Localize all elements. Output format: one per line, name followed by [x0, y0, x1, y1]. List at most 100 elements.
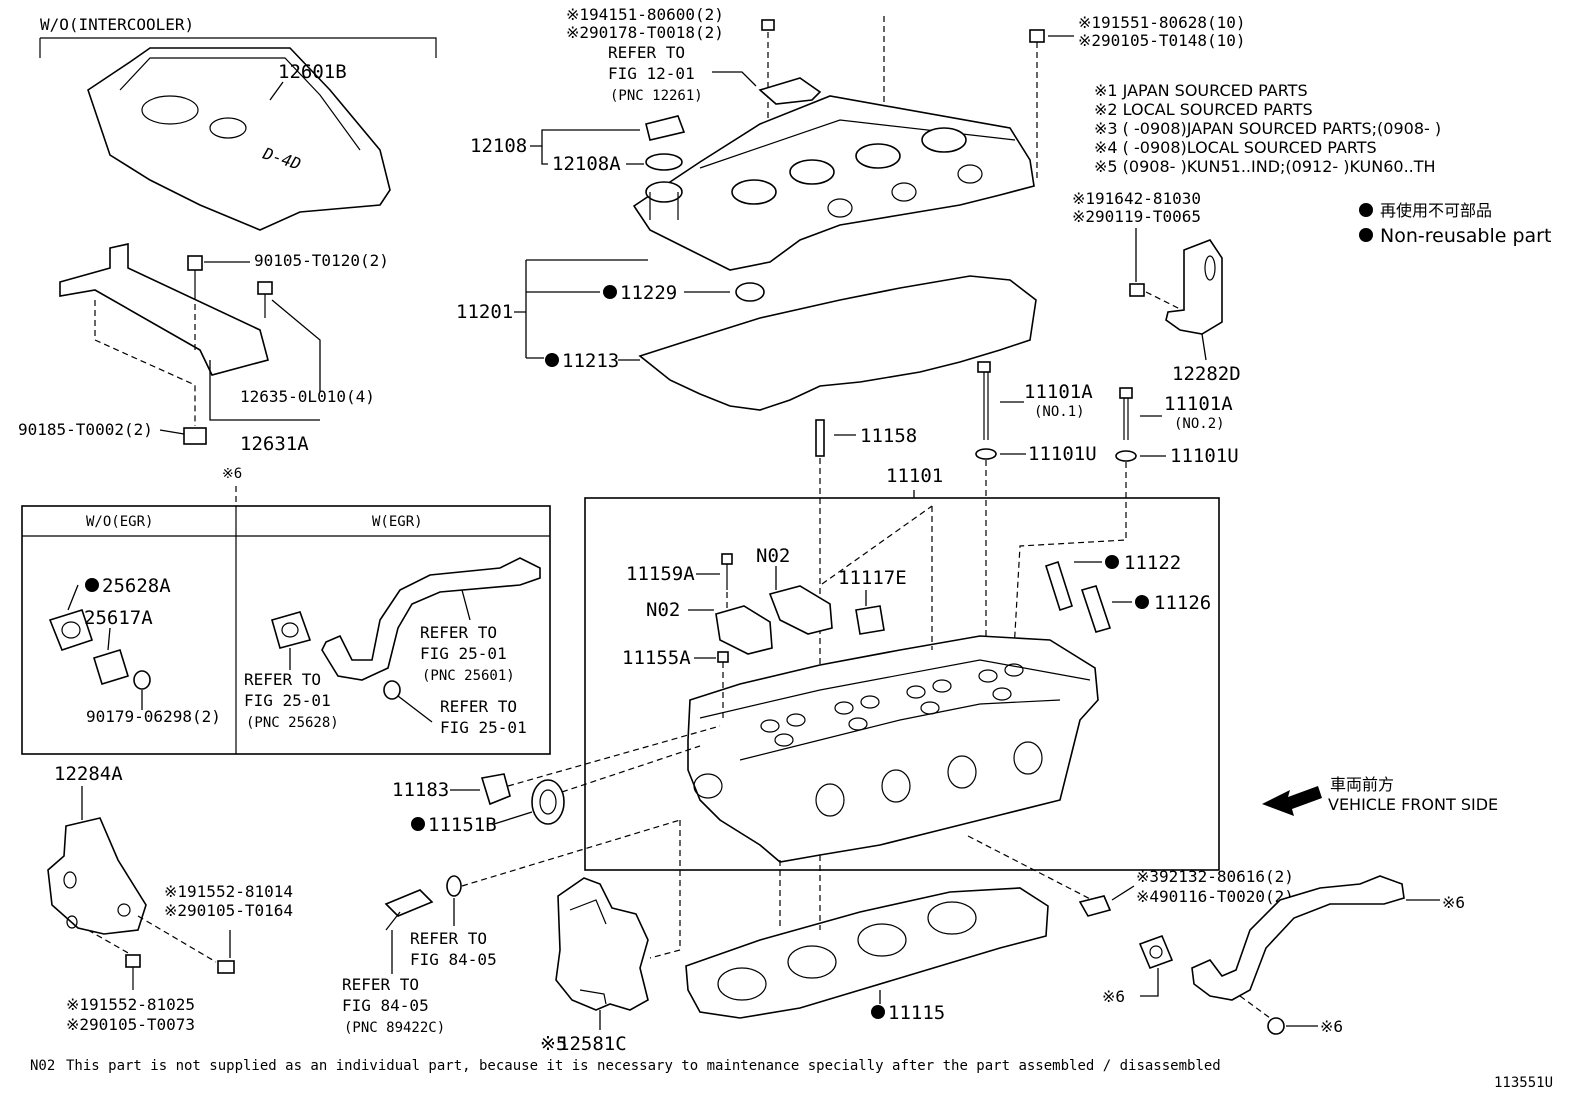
valve-guide-11122 [1044, 560, 1074, 612]
seal-group: 11183 11151B [392, 725, 721, 836]
label-191552-81025: ※191552-81025 [66, 995, 195, 1014]
label-N02-b: N02 [646, 599, 680, 621]
vehicle-front-arrow: 車両前方 VEHICLE FRONT SIDE [1262, 775, 1498, 816]
bolt-191552-81014 [217, 960, 235, 974]
washer-11101U-2 [1115, 450, 1137, 462]
valve-ports [693, 663, 1043, 817]
timing-cover-12581C [555, 877, 649, 1011]
label-11155A: 11155A [622, 647, 691, 669]
label-no2: (NO.2) [1174, 416, 1225, 432]
oil-filler-cap [645, 115, 686, 141]
notes-group: ※1 JAPAN SOURCED PARTS ※2 LOCAL SOURCED … [1094, 81, 1551, 247]
label-N02-a: N02 [756, 545, 790, 567]
direction-en: VEHICLE FRONT SIDE [1328, 795, 1498, 814]
bottom-center-group: REFER TO FIG 84-05 REFER TO FIG 84-05 (P… [342, 819, 1294, 1055]
label-12284A: 12284A [54, 763, 123, 785]
stud-12635 [257, 281, 273, 295]
section-wo-egr: W/O(EGR) [86, 514, 153, 530]
cylinder-head-group: 11101 11159A N0 [584, 465, 1220, 871]
direction-jp: 車両前方 [1330, 775, 1394, 794]
label-11183: 11183 [392, 779, 449, 801]
label-11101A-2: 11101A [1164, 393, 1233, 415]
note-2: ※2 LOCAL SOURCED PARTS [1094, 100, 1313, 119]
plug-seal-11229 [735, 282, 765, 302]
valve-guide-11126 [1080, 585, 1112, 633]
label-no1: (NO.1) [1034, 404, 1085, 420]
ref-84b-l3: (PNC 89422C) [344, 1020, 445, 1036]
oil-seal-11151B [531, 779, 565, 825]
cam-cap-N02-b [715, 605, 773, 655]
footer-n02-code: N02 [30, 1058, 55, 1074]
ref-25b-l3: (PNC 25601) [422, 668, 515, 684]
bracket-12284A-group: 12284A ※191552-81014 ※290105-T0164 ※1915… [47, 763, 293, 1034]
bolt-191642 [1129, 283, 1145, 297]
egr-pipe [321, 557, 541, 681]
ref-25b-l2: FIG 25-01 [420, 644, 507, 663]
left-arrow-icon [1262, 786, 1322, 816]
bolt-191552-81025 [125, 954, 141, 968]
label-11151B: 11151B [428, 814, 497, 836]
label-290105-T0164: ※290105-T0164 [164, 901, 293, 920]
cover-plate-25617A [93, 649, 129, 685]
sensor-washer [446, 875, 462, 897]
label-12631A: 12631A [240, 433, 309, 455]
label-12108A: 12108A [552, 153, 621, 175]
label-290105-T0073: ※290105-T0073 [66, 1015, 195, 1034]
label-194151-80600: ※194151-80600(2) [566, 5, 724, 24]
note-1: ※1 JAPAN SOURCED PARTS [1094, 81, 1308, 100]
bracket-12282D [1165, 239, 1223, 335]
nut-194151 [761, 19, 775, 31]
label-290178-T0018: ※290178-T0018(2) [566, 23, 724, 42]
footer-n02-text: This part is not supplied as an individu… [66, 1058, 1221, 1074]
pcv-hose [758, 77, 822, 105]
bolt-90105 [187, 255, 203, 271]
figure-id: 113551U [1494, 1075, 1553, 1091]
label-11159A: 11159A [626, 563, 695, 585]
gasket-25628A [48, 609, 94, 651]
bolt-11159A [721, 553, 733, 565]
ref-25a-l3: (PNC 25628) [246, 715, 339, 731]
label-11101U-2: 11101U [1170, 445, 1239, 467]
label-392132-80616: ※392132-80616(2) [1136, 867, 1294, 886]
ref6-a: ※6 [1102, 987, 1125, 1006]
footer: N02 This part is not supplied as an indi… [30, 1058, 1553, 1091]
label-90105-T0120: 90105-T0120(2) [254, 251, 389, 270]
bolt-11101A-no2 [1119, 387, 1133, 399]
label-12635-0L010: 12635-0L010(4) [240, 387, 375, 406]
cover-stay [59, 243, 269, 376]
ref-12-l3: (PNC 12261) [610, 88, 703, 104]
label-11158: 11158 [860, 425, 917, 447]
ref6-egr-pipe [1191, 875, 1405, 1001]
head-cover-group: ※194151-80600(2) ※290178-T0018(2) REFER … [456, 5, 1246, 411]
label-191551-80628: ※191551-80628(10) [1078, 13, 1246, 32]
label-12601B: 12601B [278, 61, 347, 83]
label-290105-T0148: ※290105-T0148(10) [1078, 31, 1246, 50]
label-12108: 12108 [470, 135, 527, 157]
label-490116-T0020: ※490116-T0020(2) [1136, 887, 1294, 906]
bracket-12282D-group: ※191642-81030 ※290119-T0065 12282D [1072, 189, 1241, 385]
ref-25b-l1: REFER TO [420, 623, 497, 642]
head-cover-gasket-11213 [638, 275, 1037, 411]
label-11101: 11101 [886, 465, 943, 487]
egr-box: W/O(EGR) W(EGR) 25628A 25617A 90179-0629… [21, 486, 551, 755]
legend-nonreuse-jp: 再使用不可部品 [1380, 201, 1492, 220]
ref-25c-l1: REFER TO [440, 697, 517, 716]
section-w-egr: W(EGR) [372, 514, 423, 530]
ref-25a-l1: REFER TO [244, 670, 321, 689]
ref-84b-l1: REFER TO [342, 975, 419, 994]
plug-11117E [855, 605, 885, 635]
stud-11158 [815, 419, 825, 457]
label-191552-81014: ※191552-81014 [164, 882, 293, 901]
nut-90185 [183, 427, 207, 445]
ref-25a-l2: FIG 25-01 [244, 691, 331, 710]
cover-stay-group: 90105-T0120(2) 12635-0L010(4) 90185-T000… [18, 243, 389, 482]
nut-90179 [133, 670, 151, 690]
label-11213: 11213 [562, 350, 619, 372]
cap-gasket-12108A [645, 153, 683, 171]
washer-11101U-1 [975, 448, 997, 460]
ref-12-l1: REFER TO [608, 43, 685, 62]
ref-84a-l1: REFER TO [410, 929, 487, 948]
label-90185-T0002: 90185-T0002(2) [18, 420, 153, 439]
label-11101A-1: 11101A [1024, 381, 1093, 403]
